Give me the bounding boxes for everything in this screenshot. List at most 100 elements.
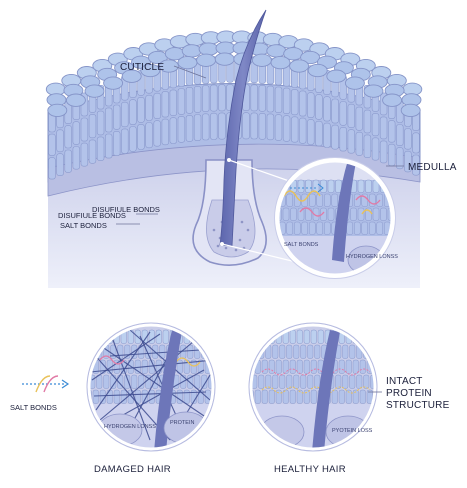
cortex-cell — [145, 94, 153, 121]
detail-cell — [314, 344, 321, 359]
detail-cell — [268, 389, 275, 404]
detail-cell — [103, 374, 110, 389]
detail-cell — [320, 207, 327, 221]
detail-cell — [254, 329, 261, 344]
cuticle-scale — [400, 103, 421, 118]
cortex-cell — [371, 113, 380, 137]
detail-cell — [265, 374, 272, 389]
detail-cell — [124, 374, 131, 389]
detail-cell — [99, 329, 106, 344]
cortex-cell — [169, 89, 177, 117]
detail-cell — [297, 207, 305, 221]
medulla-label: MEDULLA — [408, 162, 457, 173]
cortex-cell — [64, 149, 72, 173]
detail-cell — [289, 389, 296, 404]
cortex-cell — [72, 146, 81, 170]
cortex-cell — [274, 114, 283, 141]
cortex-cell — [242, 112, 250, 140]
cortex-cell — [379, 116, 388, 140]
zoom-salt-bonds-label: SALT BONDS — [284, 242, 319, 248]
cortex-cell — [193, 114, 202, 141]
cortex-cell — [298, 117, 307, 144]
detail-cell — [331, 389, 338, 404]
detail-cell — [138, 374, 145, 389]
cortex-cell — [290, 116, 299, 143]
cuticle-scale — [289, 59, 310, 73]
cortex-cell — [96, 136, 105, 161]
cortex-cell — [96, 110, 105, 136]
detail-cell — [385, 345, 391, 359]
detail-cell — [356, 374, 363, 389]
detail-cell — [282, 359, 289, 374]
detail-cell — [286, 221, 293, 235]
detail-cell — [307, 374, 314, 389]
cortex-cell — [193, 86, 202, 113]
cortex-cell — [323, 96, 331, 122]
cortex-cell — [80, 142, 89, 167]
cuticle-scale — [65, 93, 86, 107]
detail-cell — [357, 207, 365, 221]
cortex-cell — [404, 150, 412, 173]
detail-cell — [272, 344, 279, 359]
detail-cell — [90, 329, 92, 344]
salt-bonds-label: SALT BONDS — [60, 221, 107, 230]
cuticle-scale — [266, 44, 287, 58]
detail-cell — [92, 389, 99, 404]
cortex-cell — [379, 140, 388, 164]
detail-cell — [350, 207, 357, 221]
detail-cell — [309, 193, 316, 207]
detail-cell — [201, 374, 208, 389]
zoom-pointer-line-top — [228, 159, 293, 183]
detail-cell — [373, 329, 374, 344]
detail-cell — [310, 389, 317, 404]
cortex-cell — [396, 147, 404, 170]
cortex-cell — [404, 128, 412, 150]
cortex-cell — [347, 103, 355, 128]
bulb-dot — [238, 238, 242, 242]
detail-cell — [279, 374, 286, 389]
cortex-cell — [315, 120, 323, 147]
detail-cell — [272, 374, 279, 389]
detail-cell — [279, 344, 286, 359]
detail-cell — [324, 193, 331, 207]
damaged-hair-caption: DAMAGED HAIR — [94, 464, 171, 475]
detail-cell — [113, 389, 120, 404]
cortex-cell — [331, 124, 339, 150]
detail-cell — [300, 344, 307, 359]
detail-cell — [282, 389, 289, 404]
detail-cell — [254, 389, 261, 404]
cuticle-scale — [300, 50, 321, 65]
detail-cell — [378, 375, 384, 389]
disulfide-bonds-label-1: DISUFIULE BONDS — [92, 205, 160, 214]
detail-cell — [162, 329, 169, 344]
detail-cell — [359, 389, 366, 404]
detail-cell — [345, 389, 352, 404]
detail-cell — [197, 329, 204, 344]
cuticle-scale — [181, 44, 202, 58]
detail-cell — [190, 359, 197, 374]
cortex-cell — [355, 106, 363, 131]
detail-cell — [258, 374, 265, 389]
detail-cell — [148, 389, 155, 404]
cortex-cell — [266, 85, 275, 113]
disulfide-bonds-label-2: DISUFIULE BONDS — [58, 211, 126, 220]
cortex-cell — [290, 89, 299, 116]
zoom-pointer-line-bottom — [221, 243, 297, 263]
detail-cell — [361, 221, 368, 235]
detail-cell — [310, 329, 317, 344]
detail-cell — [338, 359, 345, 374]
cortex-cell — [258, 85, 266, 112]
detail-cell — [183, 389, 190, 404]
detail-cell — [312, 179, 320, 193]
detail-cell — [365, 179, 372, 193]
cortex-cell — [56, 129, 64, 153]
detail-cell — [219, 360, 225, 374]
cortex-cell — [129, 99, 137, 125]
detail-cell — [316, 221, 323, 235]
detail-cell — [296, 359, 303, 374]
zoom-hydrogen-label: HYDROGEN LONSS — [346, 254, 398, 260]
detail-cell — [303, 329, 310, 344]
cortex-cell — [323, 122, 331, 148]
bulb-dot — [246, 228, 250, 232]
cortex-cell — [161, 118, 169, 146]
